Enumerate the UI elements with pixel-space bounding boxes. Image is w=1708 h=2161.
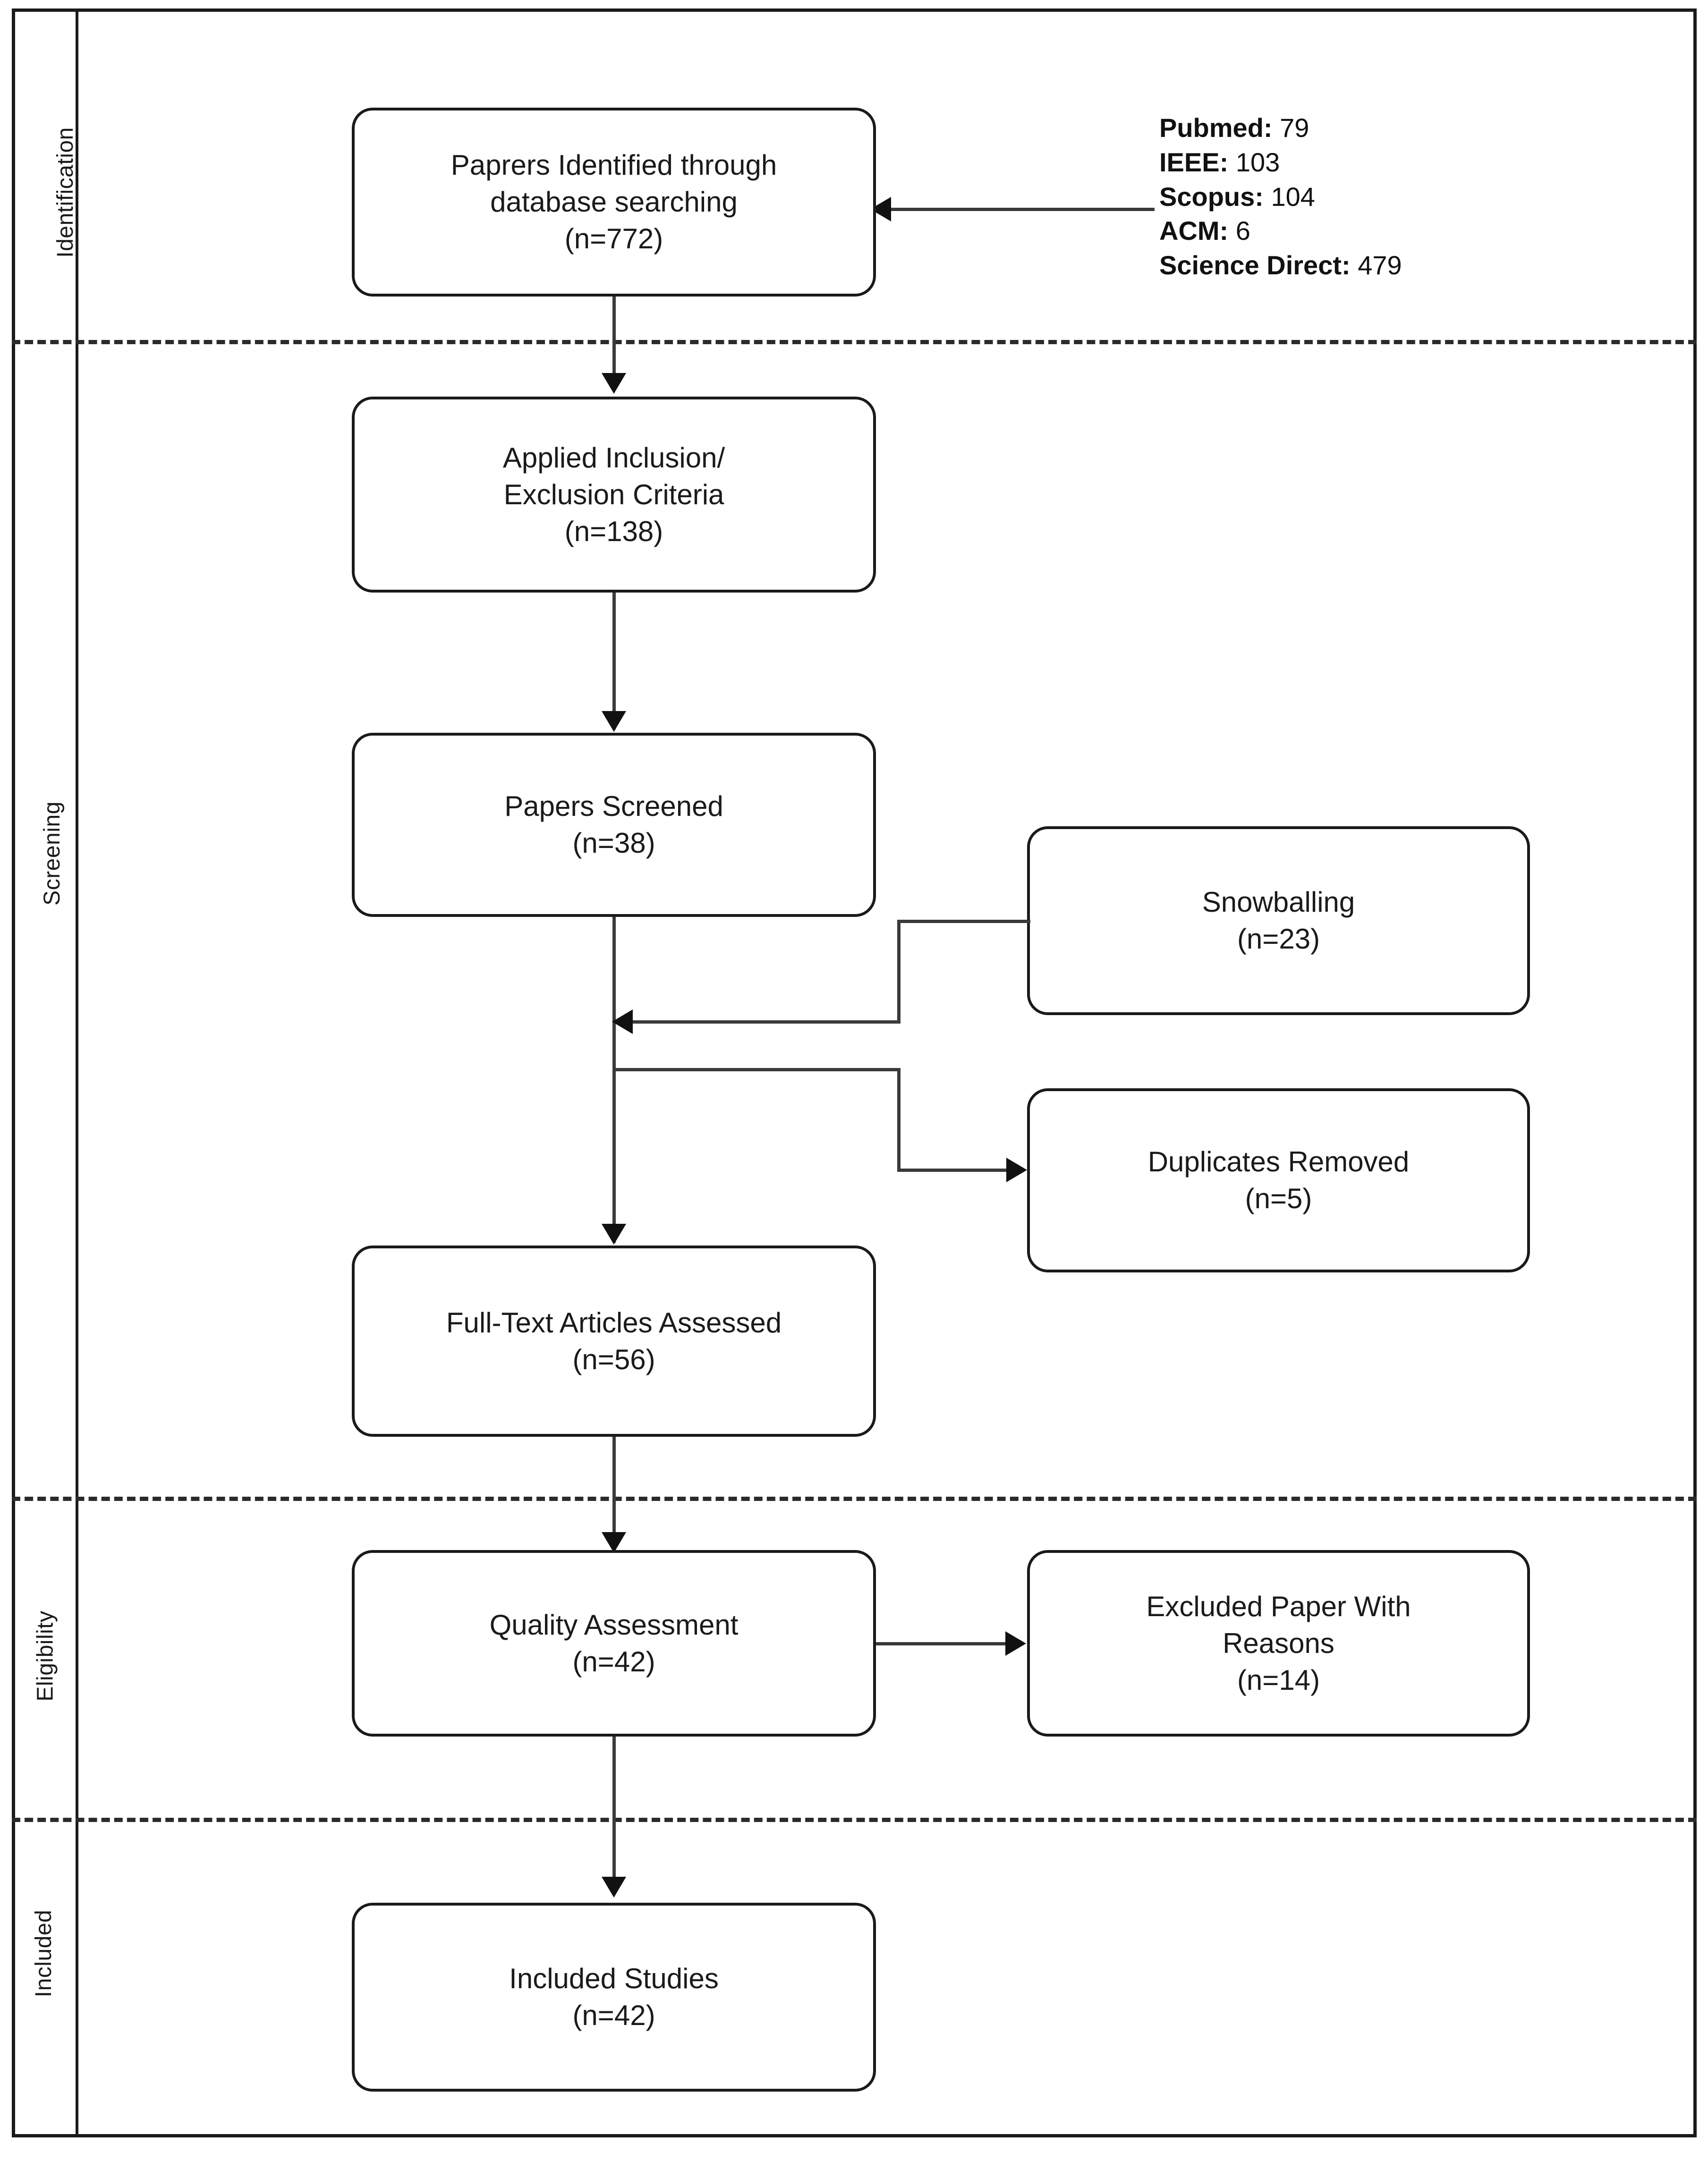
node-included-studies-count: (n=42): [572, 2000, 655, 2031]
source-count-pubmed: 79: [1280, 113, 1309, 143]
stage-label-included: Included: [0, 1910, 76, 1997]
node-papers-identified-line2: database searching: [490, 186, 738, 218]
stage-label-eligibility: Eligibility: [0, 1610, 76, 1701]
connector-screened-to-fulltext: [612, 917, 616, 1243]
connector-snowballing-segment-vertical: [897, 920, 901, 1024]
node-papers-screened-count: (n=38): [572, 827, 655, 859]
node-duplicates-removed-count: (n=5): [1245, 1183, 1312, 1214]
connector-identified-to-criteria: [612, 297, 616, 386]
node-quality-assessment[interactable]: Quality Assessment (n=42): [352, 1550, 876, 1737]
stage-label-identification: Identification: [0, 127, 78, 258]
source-name-ieee: IEEE:: [1159, 147, 1236, 177]
arrowhead-criteria-to-screened: [602, 711, 626, 732]
connector-quality-to-included: [612, 1737, 616, 1895]
connector-snowballing-segment-bottom: [633, 1020, 901, 1024]
connector-sources-to-identified: [890, 208, 1155, 211]
stage-divider-screening-eligibility: [12, 1497, 1697, 1501]
source-name-acm: ACM:: [1159, 216, 1236, 246]
node-quality-assessment-line1: Quality Assessment: [489, 1609, 739, 1641]
node-fulltext-articles-assessed[interactable]: Full-Text Articles Assessed (n=56): [352, 1246, 876, 1437]
source-name-science-direct: Science Direct:: [1159, 250, 1358, 280]
node-duplicates-removed-line1: Duplicates Removed: [1147, 1146, 1410, 1178]
node-excluded-line2: Reasons: [1223, 1627, 1334, 1659]
stage-label-screening-text: Screening: [39, 801, 65, 906]
source-count-ieee: 103: [1235, 147, 1280, 177]
node-snowballing-line1: Snowballing: [1202, 886, 1355, 918]
node-included-studies[interactable]: Included Studies (n=42): [352, 1903, 876, 2092]
source-row-acm: ACM: 6: [1159, 214, 1402, 248]
database-source-list: Pubmed: 79 IEEE: 103 Scopus: 104 ACM: 6 …: [1159, 111, 1402, 283]
source-count-acm: 6: [1235, 216, 1250, 246]
stage-label-included-text: Included: [31, 1909, 57, 1998]
node-snowballing-count: (n=23): [1237, 923, 1320, 955]
node-papers-identified-count: (n=772): [564, 223, 663, 254]
connector-fulltext-to-quality: [612, 1437, 616, 1550]
connector-duplicates-segment-vertical: [897, 1068, 901, 1172]
node-snowballing[interactable]: Snowballing (n=23): [1027, 826, 1530, 1015]
node-criteria-count: (n=138): [564, 515, 663, 547]
node-excluded-papers[interactable]: Excluded Paper With Reasons (n=14): [1027, 1550, 1530, 1737]
node-quality-assessment-count: (n=42): [572, 1645, 655, 1678]
node-excluded-count: (n=14): [1237, 1664, 1320, 1696]
node-fulltext-line1: Full-Text Articles Assessed: [446, 1306, 782, 1339]
arrowhead-snowballing-to-spine: [612, 1009, 633, 1034]
stage-label-eligibility-text: Eligibility: [33, 1610, 58, 1702]
node-papers-identified[interactable]: Paprers Identified through database sear…: [352, 108, 876, 297]
arrowhead-spine-to-duplicates: [1006, 1158, 1027, 1182]
node-included-studies-line1: Included Studies: [509, 1963, 719, 1994]
source-count-scopus: 104: [1271, 181, 1315, 212]
source-name-scopus: Scopus:: [1159, 181, 1271, 212]
stage-label-identification-text: Identification: [52, 127, 78, 258]
source-row-ieee: IEEE: 103: [1159, 145, 1402, 180]
arrowhead-quality-to-excluded: [1005, 1631, 1026, 1656]
source-row-scopus: Scopus: 104: [1159, 180, 1402, 214]
arrowhead-identified-to-criteria: [602, 373, 626, 394]
arrowhead-quality-to-included: [602, 1877, 626, 1898]
node-criteria-line1: Applied Inclusion/: [502, 441, 725, 474]
node-criteria-line2: Exclusion Criteria: [503, 478, 724, 510]
source-row-pubmed: Pubmed: 79: [1159, 111, 1402, 145]
node-papers-screened-line1: Papers Screened: [504, 790, 723, 822]
source-row-science-direct: Science Direct: 479: [1159, 248, 1402, 283]
connector-snowballing-segment-top: [897, 920, 1030, 923]
connector-criteria-to-screened: [612, 593, 616, 729]
node-fulltext-count: (n=56): [572, 1343, 655, 1375]
stage-divider-identification-screening: [12, 340, 1697, 344]
arrowhead-screened-to-fulltext: [602, 1224, 626, 1245]
node-papers-screened[interactable]: Papers Screened (n=38): [352, 733, 876, 917]
stage-column-divider: [76, 8, 78, 2137]
stage-divider-eligibility-included: [12, 1818, 1697, 1822]
source-name-pubmed: Pubmed:: [1159, 113, 1280, 143]
node-excluded-line1: Excluded Paper With: [1146, 1590, 1411, 1622]
stage-label-screening: Screening: [0, 801, 76, 906]
connector-duplicates-segment-top: [612, 1068, 901, 1071]
connector-quality-to-excluded: [876, 1642, 1007, 1645]
node-duplicates-removed[interactable]: Duplicates Removed (n=5): [1027, 1088, 1530, 1272]
node-papers-identified-line1: Paprers Identified through: [450, 149, 777, 181]
connector-duplicates-segment-bottom: [897, 1169, 1008, 1172]
arrowhead-fulltext-to-quality: [602, 1532, 626, 1553]
node-inclusion-exclusion-criteria[interactable]: Applied Inclusion/ Exclusion Criteria (n…: [352, 397, 876, 593]
source-count-science-direct: 479: [1358, 250, 1402, 280]
diagram-frame: [12, 8, 1697, 2137]
